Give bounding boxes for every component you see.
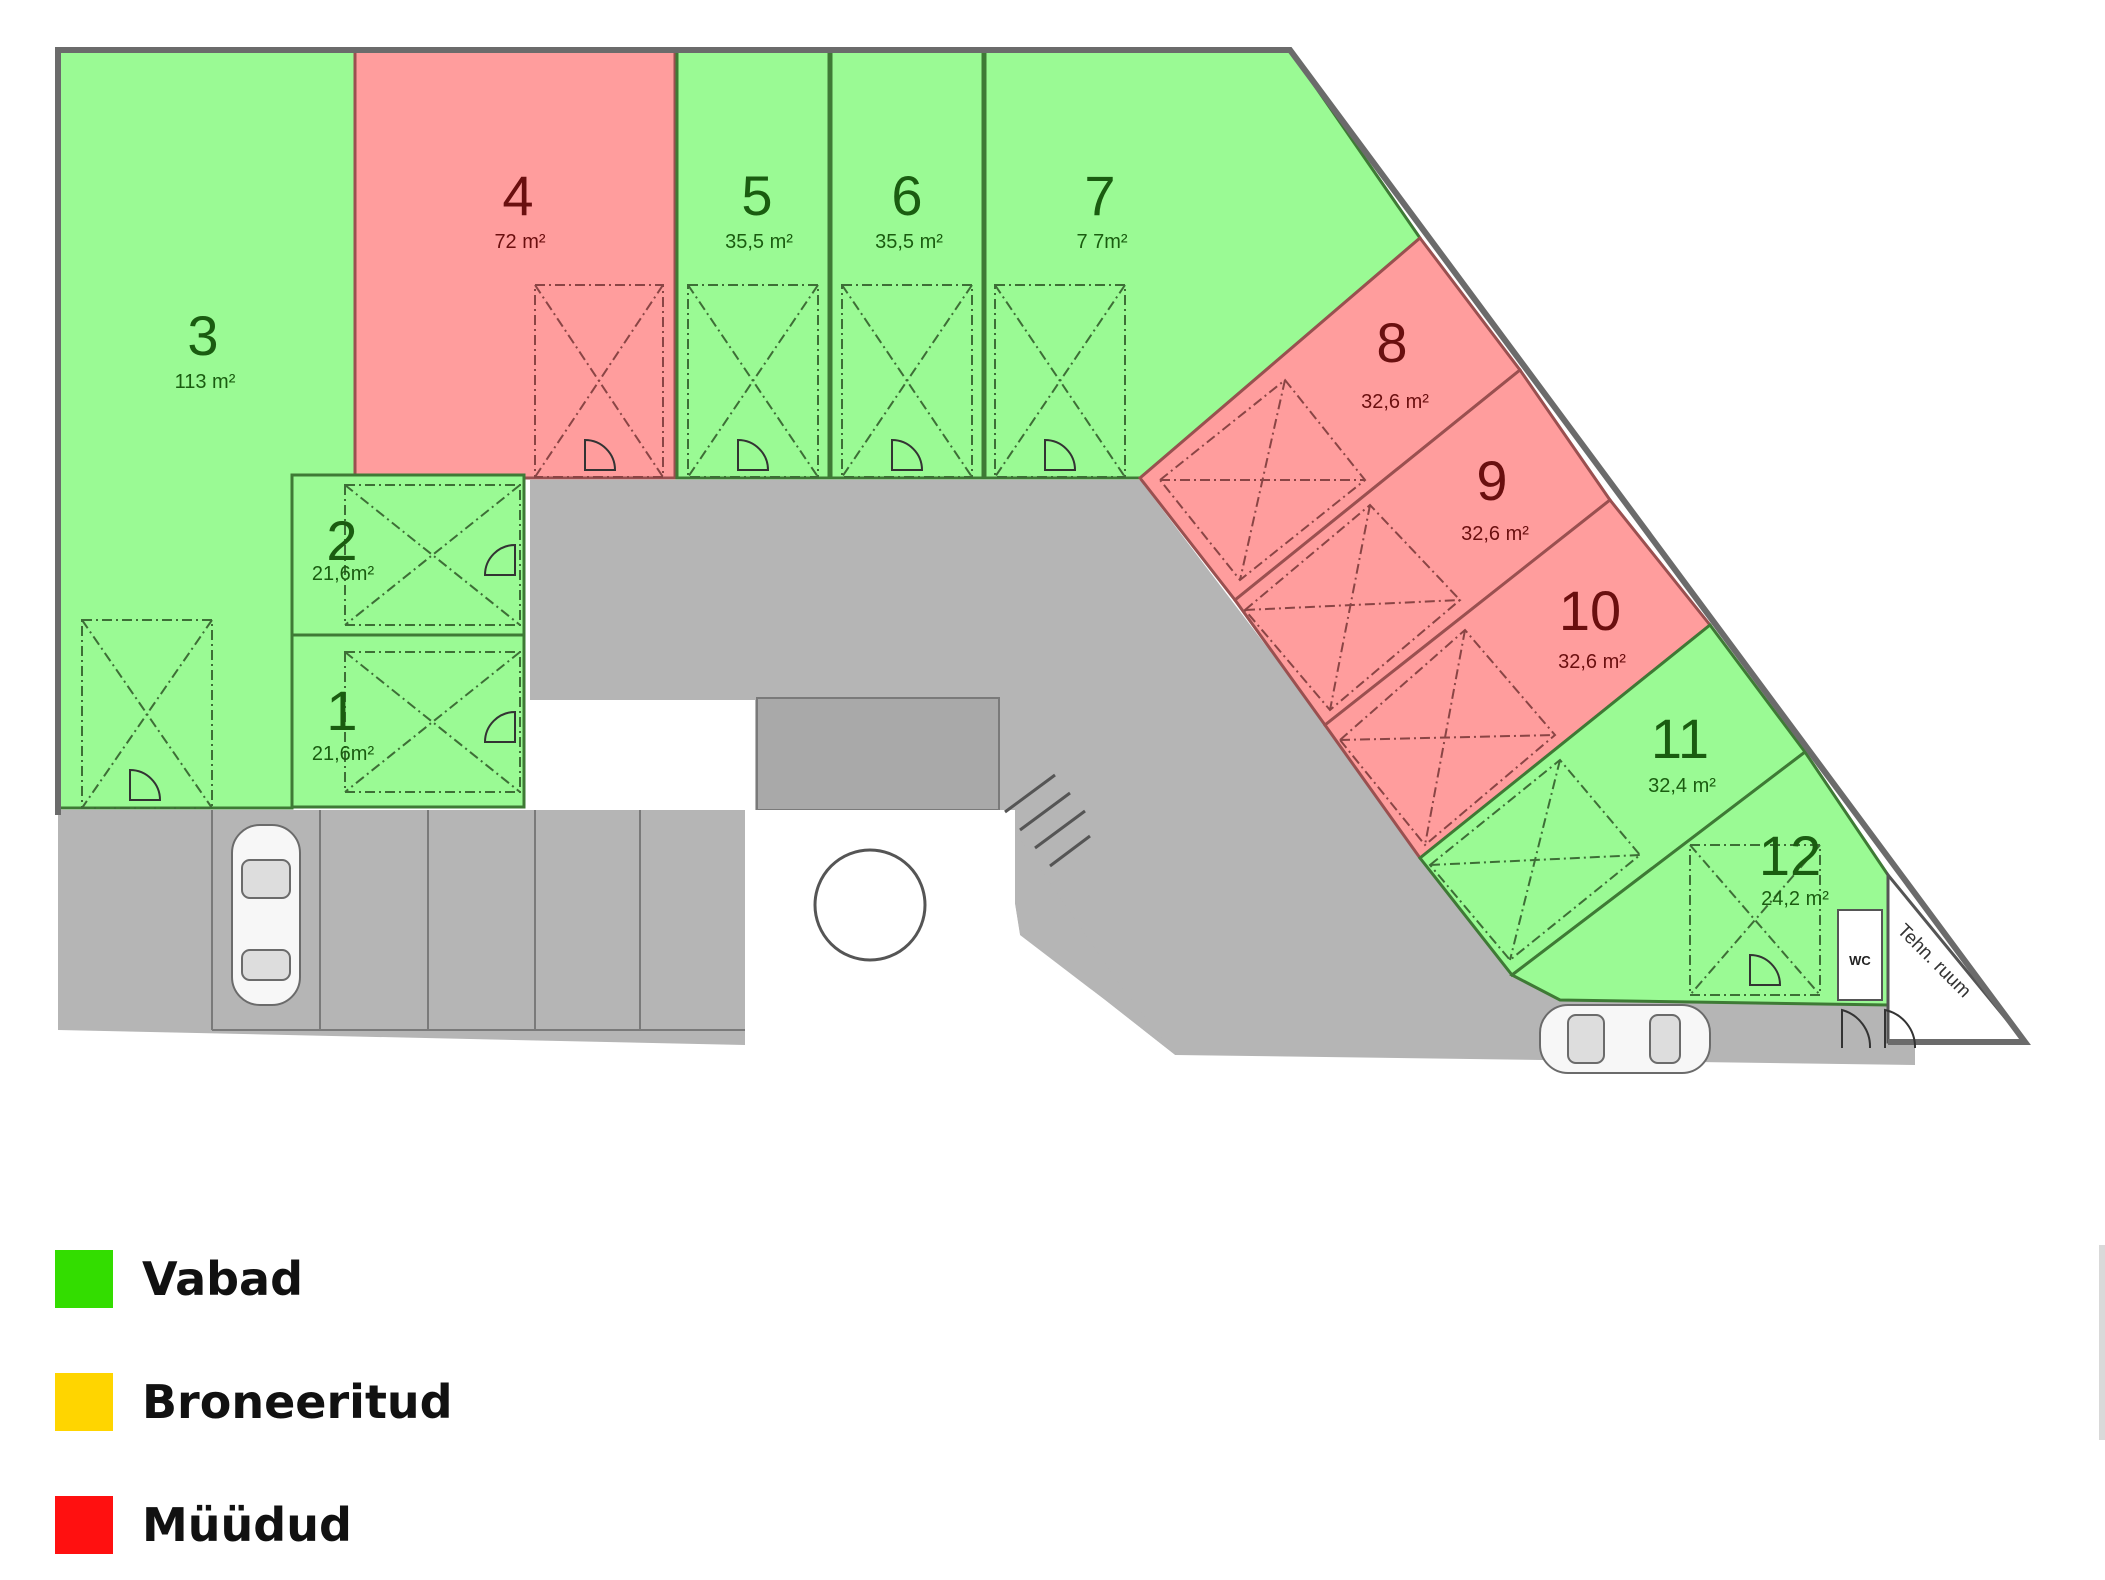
label-unit-1: 1 21,6m² [312, 679, 375, 765]
svg-text:11: 11 [1651, 707, 1709, 770]
svg-text:113 m²: 113 m² [175, 371, 236, 393]
wc-label: WC [1849, 953, 1871, 968]
garage-doors [81, 284, 1821, 996]
legend-item-available: Vabad [55, 1250, 655, 1310]
svg-text:6: 6 [891, 164, 922, 227]
driveway-area [58, 480, 1915, 1080]
legend-label-available: Vabad [142, 1252, 304, 1306]
legend-label-reserved: Broneeritud [142, 1375, 453, 1429]
scroll-edge [2099, 1245, 2105, 1440]
units-layer [56, 48, 2029, 1044]
door-unit-9 [1243, 503, 1462, 712]
unit-4-area[interactable] [353, 48, 677, 480]
door-unit-1 [344, 651, 521, 793]
door-unit-8 [1158, 378, 1367, 582]
svg-text:21,6m²: 21,6m² [312, 563, 375, 585]
door-swings [129, 438, 1782, 986]
door-unit-2 [344, 484, 521, 626]
svg-text:32,4 m²: 32,4 m² [1648, 775, 1716, 797]
legend-swatch-sold [55, 1496, 113, 1554]
svg-text:3: 3 [187, 304, 218, 367]
unit-6-area[interactable] [829, 48, 985, 480]
parked-car-left [231, 824, 301, 1006]
svg-text:4: 4 [502, 164, 533, 227]
door-unit-10 [1338, 628, 1557, 847]
parking-bays [211, 810, 745, 1031]
label-unit-10: 10 32,6 m² [1558, 579, 1626, 673]
svg-text:10: 10 [1559, 579, 1621, 642]
door-unit-11 [1428, 758, 1642, 962]
svg-text:12: 12 [1759, 824, 1821, 887]
driveway-center [530, 480, 1915, 1065]
label-unit-5: 5 35,5 m² [725, 164, 793, 253]
wc-room [1837, 909, 1883, 1001]
svg-text:1: 1 [326, 679, 357, 742]
door-unit-4 [534, 284, 664, 478]
lower-ramp [1000, 810, 1175, 1055]
door-unit-12 [1689, 844, 1821, 996]
svg-text:21,6m²: 21,6m² [312, 743, 375, 765]
svg-text:5: 5 [741, 164, 772, 227]
svg-text:2: 2 [326, 509, 357, 572]
center-block [756, 697, 1000, 811]
svg-text:32,6 m²: 32,6 m² [1461, 523, 1529, 545]
legend-item-sold: Müüdud [55, 1496, 655, 1556]
label-unit-3: 3 113 m² [175, 304, 236, 393]
label-unit-11: 11 32,4 m² [1648, 707, 1716, 797]
door-unit-3 [81, 619, 213, 809]
svg-text:7 7m²: 7 7m² [1076, 231, 1127, 253]
legend-label-sold: Müüdud [142, 1498, 352, 1552]
svg-text:8: 8 [1376, 311, 1407, 374]
svg-text:24,2 m²: 24,2 m² [1761, 888, 1829, 910]
svg-text:72 m²: 72 m² [494, 231, 545, 253]
door-unit-5 [687, 284, 819, 478]
label-unit-2: 2 21,6m² [312, 509, 375, 585]
bike-rack-icon [1004, 773, 1091, 868]
svg-text:35,5 m²: 35,5 m² [725, 231, 793, 253]
label-unit-4: 4 72 m² [494, 164, 545, 253]
legend-swatch-available [55, 1250, 113, 1308]
driveway-left [58, 810, 745, 1045]
outer-walls [55, 47, 2031, 1045]
svg-text:35,5 m²: 35,5 m² [875, 231, 943, 253]
label-unit-12: 12 24,2 m² [1759, 824, 1829, 910]
label-unit-7: 7 7 7m² [1076, 164, 1127, 253]
label-unit-6: 6 35,5 m² [875, 164, 943, 253]
svg-text:7: 7 [1084, 164, 1115, 227]
label-unit-9: 9 32,6 m² [1461, 449, 1529, 545]
svg-text:32,6 m²: 32,6 m² [1558, 651, 1626, 673]
unit-1-area[interactable] [290, 633, 526, 809]
tech-room-doors [1841, 1008, 1917, 1049]
legend-item-reserved: Broneeritud [55, 1373, 655, 1433]
svg-text:9: 9 [1476, 449, 1507, 512]
unit-5-area[interactable] [675, 48, 831, 480]
label-unit-8: 8 32,6 m² [1361, 311, 1429, 413]
legend-swatch-reserved [55, 1373, 113, 1431]
parking-floor-plan: 1 21,6m² 2 21,6m² 3 113 m² 4 72 m² 5 35,… [55, 47, 2031, 1080]
door-unit-6 [841, 284, 973, 478]
door-unit-7 [994, 284, 1126, 478]
svg-text:32,6 m²: 32,6 m² [1361, 391, 1429, 413]
tree-icon [813, 848, 927, 962]
parked-car-right [1539, 1004, 1711, 1074]
